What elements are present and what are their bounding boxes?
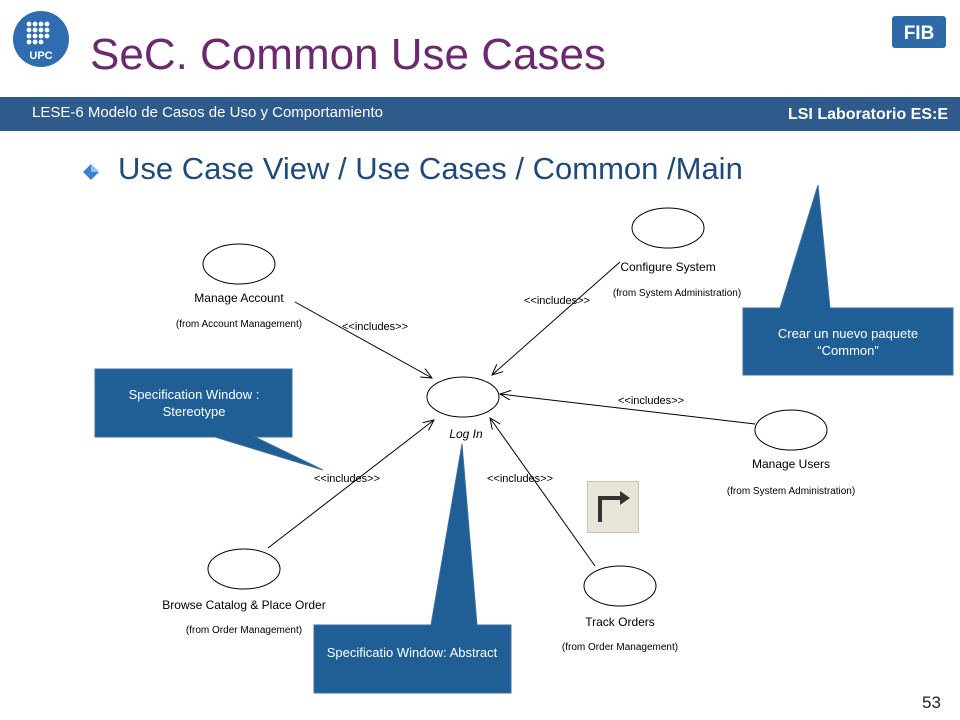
use-case-name: Browse Catalog & Place Order	[162, 598, 325, 612]
include-arrow-manage-users	[500, 394, 756, 425]
slide-title: SeC. Common Use Cases	[90, 30, 606, 79]
upc-logo-text: UPC	[29, 50, 52, 62]
includes-label: <<includes>>	[524, 295, 590, 307]
includes-label: <<includes>>	[314, 473, 380, 485]
use-case-package: (from Order Management)	[186, 625, 302, 636]
includes-label: <<includes>>	[342, 321, 408, 333]
use-case-manage-account[interactable]	[202, 243, 276, 285]
include-arrow-manage-account	[294, 301, 432, 378]
callout-paquete	[742, 184, 954, 376]
callout-abstract	[313, 443, 512, 694]
use-case-package: (from Account Management)	[176, 319, 302, 330]
use-case-package: (from Order Management)	[562, 642, 678, 653]
page-number: 53	[922, 693, 941, 712]
lab-name: LSI Laboratorio ES:E	[787, 106, 948, 123]
use-case-package: (from System Administration)	[613, 288, 741, 299]
course-name: LESE-6 Modelo de Casos de Uso y Comporta…	[32, 104, 384, 121]
use-case-browse-catalog[interactable]	[207, 548, 281, 590]
callout-abstract-text: Specificatio Window: Abstract	[326, 645, 498, 660]
use-case-configure-system[interactable]	[631, 207, 705, 249]
include-arrow-configure-system	[492, 261, 621, 375]
fib-logo-text: FIB	[904, 23, 935, 44]
callout-paquete-text: Crear un nuevo paquete “Common”	[777, 326, 919, 358]
include-arrow-track-orders	[490, 418, 596, 567]
includes-label: <<includes>>	[487, 473, 553, 485]
header-band	[0, 97, 960, 131]
callout-stereotype	[94, 368, 324, 471]
use-case-package: (from System Administration)	[727, 486, 855, 497]
use-case-manage-users[interactable]	[754, 409, 828, 451]
includes-label: <<includes>>	[618, 395, 684, 407]
fib-logo: FIB	[892, 16, 946, 48]
bent-arrow-icon	[598, 491, 630, 522]
use-case-name: Manage Account	[194, 291, 284, 305]
bullet-path-text: Use Case View / Use Cases / Common /Main	[118, 151, 743, 186]
use-case-track-orders[interactable]	[583, 565, 657, 607]
use-case-log-in[interactable]	[426, 376, 500, 418]
callout-stereotype-text: Specification Window : Stereotype	[128, 387, 260, 419]
toolbar-include-arrow-button[interactable]	[587, 481, 639, 533]
use-case-name: Log In	[449, 427, 483, 441]
diamond-bullet-icon	[83, 164, 99, 180]
use-case-name: Manage Users	[752, 457, 830, 471]
use-case-name: Track Orders	[585, 615, 655, 629]
upc-logo: UPC	[13, 11, 69, 67]
include-arrow-browse-catalog	[267, 420, 434, 549]
use-case-name: Configure System	[620, 260, 715, 274]
